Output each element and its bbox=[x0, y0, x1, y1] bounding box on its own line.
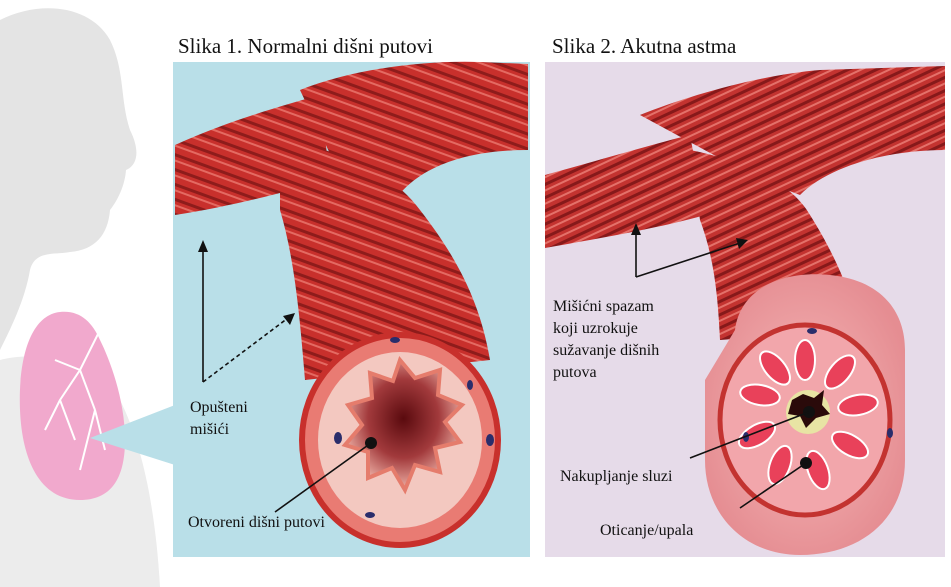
relaxed-muscles-line-1: Opušteni bbox=[190, 397, 248, 419]
spasm-line-4: putova bbox=[553, 362, 659, 384]
relaxed-muscles-label: Opušteni mišići bbox=[190, 397, 248, 441]
mucus-label: Nakupljanje sluzi bbox=[560, 466, 672, 488]
figure2-title: Slika 2. Akutna astma bbox=[552, 34, 736, 59]
spasm-line-2: koji uzrokuje bbox=[553, 318, 659, 340]
open-airways-label: Otvoreni dišni putovi bbox=[188, 512, 325, 534]
relaxed-muscles-line-2: mišići bbox=[190, 419, 248, 441]
spasm-line-3: sužavanje dišnih bbox=[553, 340, 659, 362]
figure1-title: Slika 1. Normalni dišni putovi bbox=[178, 34, 433, 59]
swelling-label: Oticanje/upala bbox=[600, 520, 693, 542]
spasm-line-1: Mišićni spazam bbox=[553, 296, 659, 318]
spasm-label: Mišićni spazam koji uzrokuje sužavanje d… bbox=[553, 296, 659, 384]
